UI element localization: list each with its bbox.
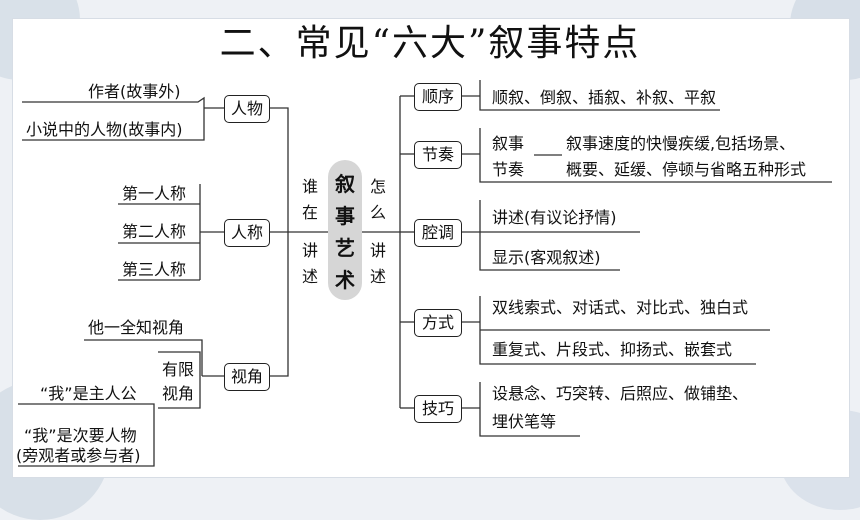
minor-character-view-label: “我”是次要人物: [24, 426, 137, 445]
page-title: 二、常见“六大”叙事特点: [219, 23, 641, 64]
caption-char: 怎: [369, 177, 386, 196]
node-qiangdiao: 腔调: [414, 219, 462, 247]
center-char: 术: [335, 267, 355, 292]
node-shunxu: 顺序: [414, 83, 462, 111]
center-char: 事: [335, 203, 355, 228]
mode-list-2: 重复式、片段式、抑扬式、嵌套式: [492, 340, 733, 359]
node-shijiao: 视角: [224, 363, 270, 391]
caption-char: 讲: [301, 241, 318, 260]
protagonist-view-label: “我”是主人公: [40, 384, 137, 403]
rhythm-desc-1: 叙事速度的快慢疾缓,包括场景、: [566, 134, 796, 153]
tone-showing-text: 显示(客观叙述): [492, 248, 601, 267]
node-renwu: 人物: [224, 95, 270, 123]
observer-view-label: (旁观者或参与者): [16, 446, 141, 465]
center-char: 叙: [335, 171, 355, 196]
mindmap-connectors: [18, 80, 832, 467]
order-types-text: 顺叙、倒叙、插叙、补叙、平叙: [492, 88, 717, 107]
caption-char: 述: [301, 267, 318, 286]
narrator-author-label: 作者(故事外): [88, 82, 181, 101]
who-narrates-caption: 谁 在 讲 述: [300, 176, 320, 288]
how-narrates-caption: 怎 么 讲 述: [368, 176, 388, 288]
first-person-label: 第一人称: [122, 184, 187, 203]
limited-view-label-1: 有限: [162, 360, 195, 379]
node-fangshi: 方式: [414, 309, 462, 337]
center-node-narrative-art: 叙 事 艺 术: [328, 160, 362, 300]
tone-telling-text: 讲述(有议论抒情): [492, 208, 617, 227]
second-person-label: 第二人称: [122, 222, 187, 241]
technique-line-2: 埋伏笔等: [492, 412, 557, 431]
rhythm-term-1: 叙事: [492, 134, 525, 153]
omniscient-view-label: 他一全知视角: [88, 318, 185, 337]
node-jiezou: 节奏: [414, 141, 462, 169]
narrator-character-label: 小说中的人物(故事内): [26, 120, 183, 139]
limited-view-label-2: 视角: [162, 384, 195, 403]
rhythm-desc-2: 概要、延缓、停顿与省略五种形式: [566, 160, 807, 179]
node-rencheng: 人称: [224, 219, 270, 247]
center-char: 艺: [335, 235, 355, 260]
caption-char: 在: [301, 203, 318, 222]
caption-char: 么: [369, 203, 386, 222]
node-jiqiao: 技巧: [414, 395, 462, 423]
third-person-label: 第三人称: [122, 260, 187, 279]
caption-char: 讲: [369, 241, 386, 260]
technique-line-1: 设悬念、巧突转、后照应、做铺垫、: [492, 384, 749, 403]
caption-char: 谁: [301, 177, 318, 196]
caption-char: 述: [369, 267, 386, 286]
mode-list-1: 双线索式、对话式、对比式、独白式: [492, 298, 749, 317]
rhythm-term-2: 节奏: [492, 160, 525, 179]
